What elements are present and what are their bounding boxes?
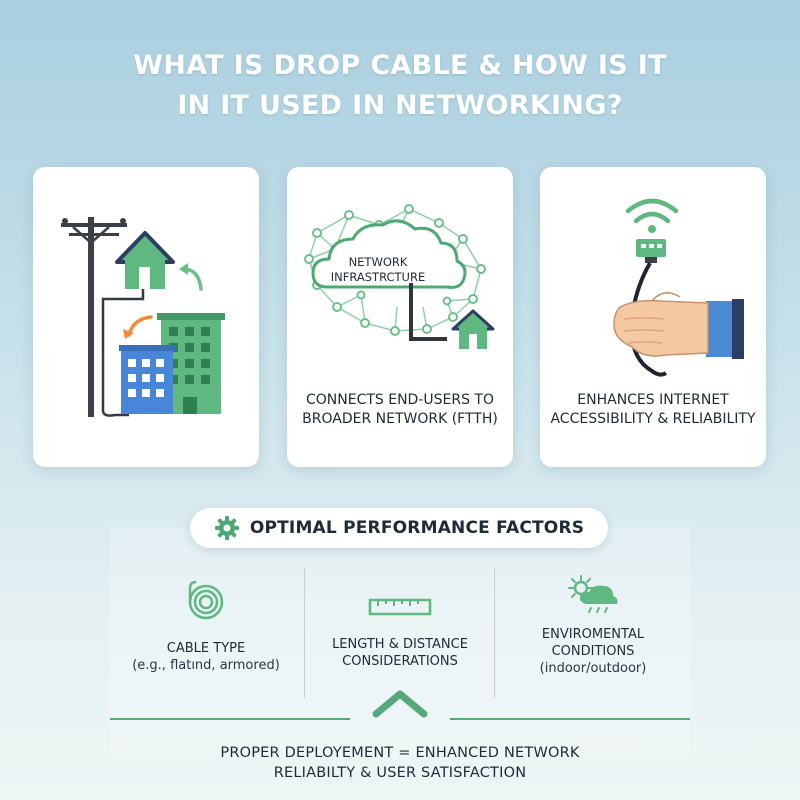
card-caption-line1: ENHANCES INTERNET — [577, 392, 729, 408]
footer-statement: PROPER DEPLOYEMENT = ENHANCED NETWORK RE… — [0, 743, 800, 783]
card-caption: ENHANCES INTERNET ACCESSIBILITY & RELIAB… — [540, 391, 766, 429]
factor-environmental: ENVIROMENTAL CONDITIONS (indoor/outdoor) — [500, 574, 686, 677]
chevron-up-icon — [372, 690, 428, 718]
factor-line2: (e.g., flatınd, armored) — [132, 658, 280, 673]
network-cloud-house-icon — [304, 204, 495, 349]
card-connects-end-users: NETWORK INFRASTRCTURE CONNECTS END-USERS… — [287, 167, 513, 467]
factor-line1: ENVIROMENTAL — [541, 627, 645, 642]
card-drop-cable-illustration — [33, 167, 259, 467]
cloud-label: NETWORK INFRASTRCTURE — [323, 255, 433, 285]
factor-length-distance: LENGTH & DISTANCE CONSIDERATIONS — [310, 594, 490, 670]
factor-cable-type: CABLE TYPE (e.g., flatınd, armored) — [118, 578, 294, 674]
column-divider — [304, 568, 305, 698]
factor-line2: CONDITIONS — [551, 644, 635, 659]
footer-line2: RELIABILTY & USER SATISFACTION — [273, 765, 527, 781]
page-title: WHAT IS DROP CABLE & HOW IS IT IN IT USE… — [0, 46, 800, 126]
weather-icon — [568, 575, 618, 613]
factors-header-label: OPTIMAL PERFORMANCE FACTORS — [249, 518, 585, 538]
page-title-line1: WHAT IS DROP CABLE & HOW IS IT — [133, 50, 667, 81]
factor-line1: LENGTH & DISTANCE — [332, 637, 468, 652]
card-caption: CONNECTS END-USERS TO BROADER NETWORK (F… — [287, 391, 513, 429]
ruler-icon — [368, 598, 432, 616]
section-divider-left — [110, 718, 350, 720]
factor-line3: (indoor/outdoor) — [539, 661, 647, 676]
pole-house-building-icon — [61, 217, 225, 417]
factors-header: OPTIMAL PERFORMANCE FACTORS — [190, 508, 608, 548]
gear-icon — [214, 516, 239, 540]
factor-line1: CABLE TYPE — [166, 641, 246, 656]
card-caption-line1: CONNECTS END-USERS TO — [305, 392, 494, 408]
page-title-line2: IN IT USED IN NETWORKING? — [177, 90, 623, 121]
card-enhances-internet: ENHANCES INTERNET ACCESSIBILITY & RELIAB… — [540, 167, 766, 467]
cable-coil-icon — [188, 580, 224, 620]
card-caption-line2: BROADER NETWORK (FTTH) — [302, 411, 498, 427]
cloud-label-line1: NETWORK — [348, 255, 408, 269]
hand-cable-wifi-icon — [613, 198, 744, 377]
section-divider-right — [450, 718, 690, 720]
column-divider — [494, 568, 495, 698]
footer-line1: PROPER DEPLOYEMENT = ENHANCED NETWORK — [220, 745, 580, 761]
cloud-label-line2: INFRASTRCTURE — [330, 270, 426, 284]
factor-line2: CONSIDERATIONS — [342, 654, 458, 669]
card-caption-line2: ACCESSIBILITY & RELIABILITY — [550, 411, 756, 427]
